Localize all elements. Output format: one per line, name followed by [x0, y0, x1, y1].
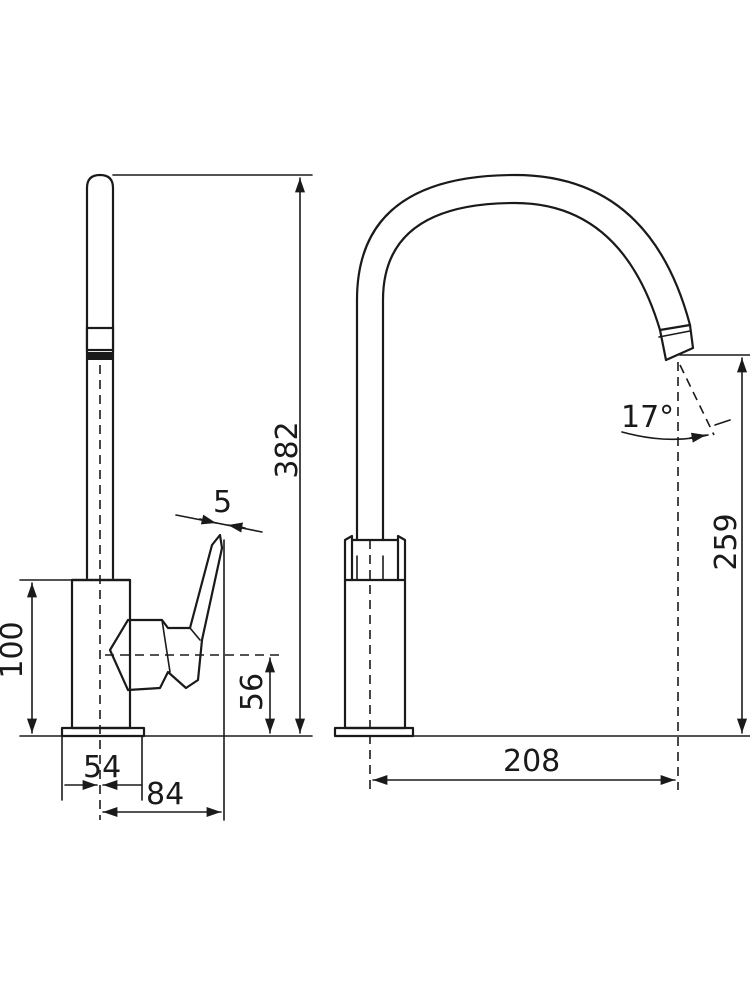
dim-label-84: 84 [146, 777, 184, 812]
side-base-plate [60, 726, 146, 738]
side-aerator-band [87, 352, 113, 360]
side-spout-tube [85, 173, 115, 580]
dim-line-5 [175, 514, 263, 533]
dim-label-56: 56 [235, 673, 270, 711]
dim-label-208: 208 [503, 744, 560, 779]
front-view: 259 208 17° [333, 173, 750, 790]
front-spout-inner [381, 201, 662, 542]
front-spout-outer [355, 173, 692, 542]
spout-angle-line [679, 364, 715, 436]
front-collar-left [343, 534, 354, 582]
dim-label-100: 100 [0, 621, 30, 678]
side-aerator-ring [85, 326, 115, 352]
dim-label-17: 17° [621, 400, 674, 435]
side-body [70, 578, 132, 730]
front-base-plate [333, 726, 415, 738]
dim-label-54: 54 [83, 750, 121, 785]
side-lever-handle [108, 533, 224, 692]
front-spout-tip [658, 323, 695, 362]
front-body [343, 578, 407, 730]
dim-label-259: 259 [709, 513, 744, 570]
front-collar-right [396, 534, 407, 582]
dim-label-5: 5 [213, 485, 232, 520]
dim-label-382: 382 [270, 421, 305, 478]
side-view: 382 100 56 5 54 84 [0, 173, 313, 821]
